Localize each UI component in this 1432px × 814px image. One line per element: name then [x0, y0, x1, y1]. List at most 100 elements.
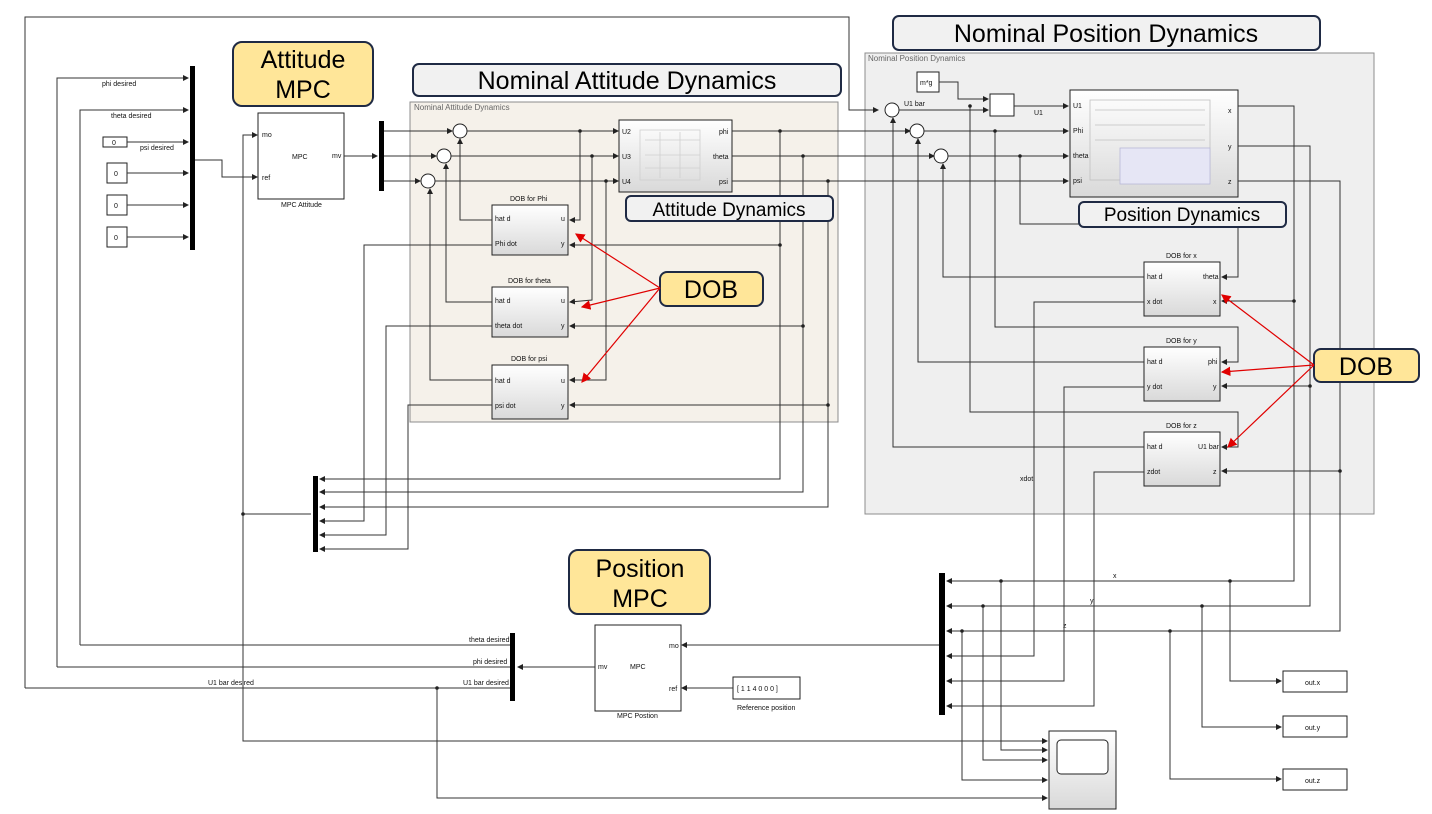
- psi-desired-label: psi desired: [140, 145, 174, 152]
- mpc-port-mv: mv: [332, 153, 342, 160]
- mpc-caption: MPC Postion: [617, 713, 658, 720]
- sum-u1: [884, 102, 900, 118]
- pos-port-z: z: [1228, 179, 1232, 186]
- position-mpc-text-1: Position: [596, 555, 685, 583]
- u1-sum-block: [989, 93, 1015, 117]
- out-x-block[interactable]: [1282, 670, 1348, 693]
- attitude-ref-mux: [190, 66, 195, 250]
- dob-port: hat d: [1147, 274, 1163, 281]
- pos-port-psi: psi: [1073, 178, 1082, 185]
- dob-theta-block[interactable]: [491, 286, 569, 338]
- z-bus-label: z: [1063, 623, 1067, 630]
- dob-arrow: [574, 233, 661, 289]
- dob-text-right: DOB: [1339, 353, 1393, 381]
- dob-x-block[interactable]: [1143, 261, 1221, 317]
- scope-line: [436, 688, 1048, 801]
- theta-desired-bus-label: theta desired: [469, 637, 510, 644]
- dob-port: y dot: [1147, 384, 1162, 391]
- dob-port: hat d: [495, 378, 511, 385]
- dob-phi-block[interactable]: [491, 204, 569, 256]
- dob-port: y: [561, 323, 565, 330]
- dob-phi-title: DOB for Phi: [510, 196, 548, 203]
- xdot-line: [946, 301, 1144, 659]
- att-port-u3: U3: [622, 154, 631, 161]
- out-z-block[interactable]: [1282, 768, 1348, 791]
- reference-caption: Reference position: [737, 705, 795, 712]
- dob-wire: [1221, 105, 1295, 304]
- attitude-dynamics-text: Attitude Dynamics: [652, 200, 805, 221]
- scope-line: [961, 631, 1048, 783]
- dob-port: theta dot: [495, 323, 522, 330]
- mv-pos-demux: [510, 633, 515, 701]
- const-value: 0: [114, 203, 118, 210]
- zdot-line: [946, 471, 1144, 709]
- fb-line: [319, 404, 492, 552]
- attitude-dynamics-block[interactable]: [618, 119, 733, 193]
- dob-arrow: [581, 287, 661, 383]
- dob-wire: [940, 163, 1144, 278]
- phi-desired-label: phi desired: [102, 81, 136, 88]
- position-subsystem-header: Nominal Position Dynamics: [868, 54, 965, 63]
- pos-port-y: y: [1228, 144, 1232, 151]
- outer-feedback-line: [24, 16, 879, 688]
- fb-line: [319, 325, 492, 538]
- att-port-psi: psi: [719, 179, 728, 186]
- mo-feedback-line: [242, 132, 258, 514]
- dob-port: Phi dot: [495, 241, 517, 248]
- dob-psi-title: DOB for psi: [511, 356, 548, 363]
- pos-port-phi: Phi: [1073, 128, 1084, 135]
- const-value: 0: [112, 140, 116, 147]
- dob-psi-block[interactable]: [491, 364, 569, 420]
- att-port-theta: theta: [713, 154, 729, 161]
- dob-x-title: DOB for x: [1166, 253, 1197, 260]
- nominal-attitude-callout: [412, 63, 842, 97]
- subsystem-thumbnail: [639, 129, 701, 181]
- x-bus-label: x: [1113, 573, 1117, 580]
- dob-port: psi dot: [495, 403, 516, 410]
- dob-port: z: [1213, 469, 1217, 476]
- dob-port: y: [561, 403, 565, 410]
- dob-port: phi: [1208, 359, 1218, 366]
- dob-z-block[interactable]: [1143, 431, 1221, 487]
- dob-port: u: [561, 298, 565, 305]
- scope-screen: [1056, 739, 1109, 775]
- mpc-position-block[interactable]: [594, 624, 682, 712]
- sum-phi-pos: [909, 123, 925, 139]
- u1-label: U1: [1034, 110, 1043, 117]
- mv-demux: [379, 121, 384, 191]
- dob-port: hat d: [1147, 444, 1163, 451]
- dob-y-block[interactable]: [1143, 346, 1221, 402]
- dob-wire: [890, 117, 1144, 448]
- attitude-dynamics-callout: [625, 195, 834, 222]
- mpc-port-mo: mo: [262, 132, 272, 139]
- phi-desired-line: [56, 75, 189, 667]
- dob-arrow: [1220, 364, 1315, 377]
- dob-wire: [427, 188, 492, 381]
- y-bus-line: [946, 386, 1311, 609]
- mpc-port-mv: mv: [598, 664, 608, 671]
- reference-value: [ 1 1 4 0 0 0 ]: [737, 686, 778, 693]
- outz-line: [1169, 631, 1282, 782]
- dob-port: zdot: [1147, 469, 1160, 476]
- const-value: 0: [114, 235, 118, 242]
- fb-line: [319, 245, 781, 482]
- mpc-port-ref: ref: [669, 686, 677, 693]
- dob-wire: [569, 131, 581, 223]
- position-mpc-callout: [568, 549, 711, 615]
- u1bar-desired-bus-label: U1 bar desired: [463, 680, 509, 687]
- pos-port-theta: theta: [1073, 153, 1089, 160]
- attitude-feedback-mux: [313, 476, 318, 552]
- sum-theta-pos: [933, 148, 949, 164]
- ydot-line: [946, 386, 1144, 684]
- dob-theta-title: DOB for theta: [508, 278, 551, 285]
- out-z-label: out.z: [1305, 778, 1321, 785]
- position-dynamics-callout: [1078, 201, 1287, 228]
- dob-callout-left: [659, 271, 764, 307]
- position-feedback-mux: [939, 573, 945, 715]
- out-y-block[interactable]: [1282, 715, 1348, 738]
- mg-line: [939, 81, 989, 102]
- dob-port: hat d: [495, 216, 511, 223]
- dob-wire: [1221, 145, 1311, 389]
- dob-wire: [457, 138, 492, 221]
